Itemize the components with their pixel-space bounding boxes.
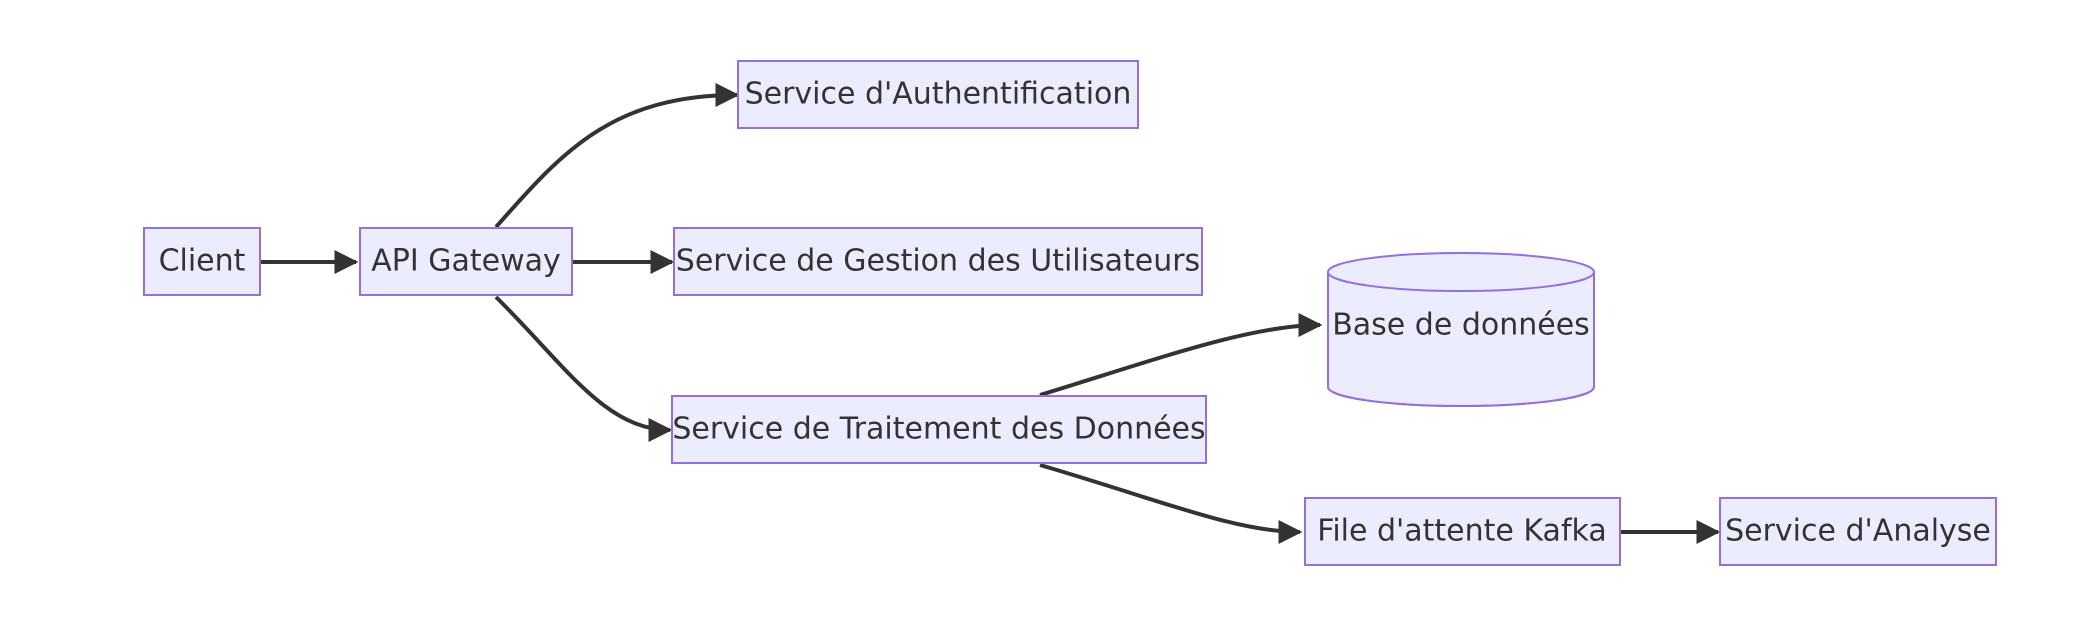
node-kafka-queue: File d'attente Kafka [1304, 497, 1621, 566]
node-data-service-label: Service de Traitement des Données [672, 412, 1205, 447]
edge-api-gateway-to-auth-service [494, 83, 740, 229]
node-database-label: Base de données [1332, 308, 1590, 343]
node-user-service-label: Service de Gestion des Utilisateurs [676, 244, 1200, 279]
node-auth-service: Service d'Authentification [737, 60, 1139, 129]
node-user-service: Service de Gestion des Utilisateurs [673, 227, 1203, 296]
edge-data-service-to-database [1039, 313, 1323, 397]
node-api-gateway: API Gateway [359, 227, 573, 296]
node-analytics-service: Service d'Analyse [1719, 497, 1997, 566]
node-api-gateway-label: API Gateway [371, 244, 561, 279]
node-client: Client [143, 227, 261, 296]
node-kafka-queue-label: File d'attente Kafka [1317, 514, 1606, 549]
node-auth-service-label: Service d'Authentification [745, 77, 1132, 112]
node-analytics-service-label: Service d'Analyse [1725, 514, 1991, 549]
edge-data-service-to-kafka-queue [1039, 463, 1303, 544]
node-database: Base de données [1327, 252, 1595, 407]
node-client-label: Client [159, 244, 246, 279]
node-data-service: Service de Traitement des Données [671, 395, 1207, 464]
edge-api-gateway-to-data-service [494, 295, 673, 442]
